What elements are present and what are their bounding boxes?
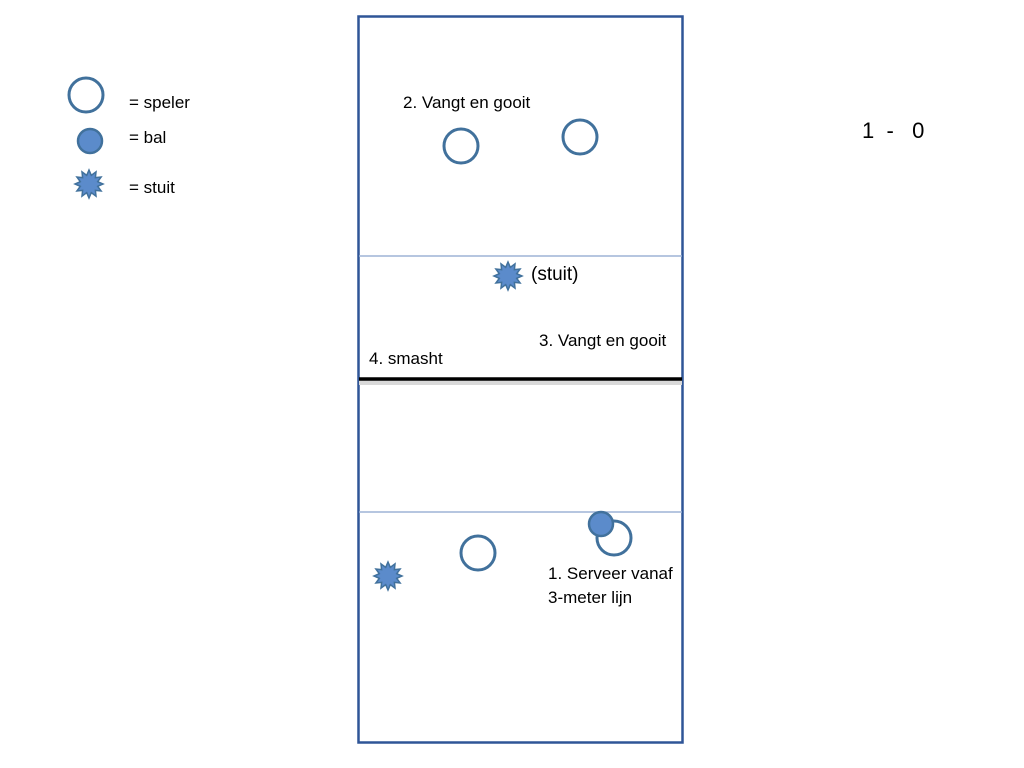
step-1-label-line2: 3-meter lijn (548, 588, 633, 607)
legend-ball-icon (76, 127, 104, 155)
stuit-bottom-icon (372, 560, 404, 592)
ball-icon (587, 510, 615, 538)
step-3-label: 3. Vangt en gooit (539, 331, 667, 350)
player-bottom-left (459, 534, 497, 572)
step-1-label-line1: 1. Serveer vanaf (548, 564, 673, 583)
stuit-top-icon (492, 260, 524, 292)
net-shadow (359, 380, 682, 385)
step-2-label: 2. Vangt en gooit (403, 93, 531, 112)
court-outline (357, 15, 684, 744)
legend-stuit-label: = stuit (129, 178, 175, 197)
stuit-note-label: (stuit) (531, 264, 579, 285)
player-top-right (561, 118, 599, 156)
legend-player-icon (67, 76, 105, 114)
step-4-label: 4. smasht (369, 349, 443, 368)
legend-player-label: = speler (129, 93, 190, 112)
legend-stuit-icon (73, 168, 105, 200)
player-top-left (442, 127, 480, 165)
score-display: 1 - 0 (862, 118, 925, 143)
legend-ball-label: = bal (129, 128, 167, 147)
